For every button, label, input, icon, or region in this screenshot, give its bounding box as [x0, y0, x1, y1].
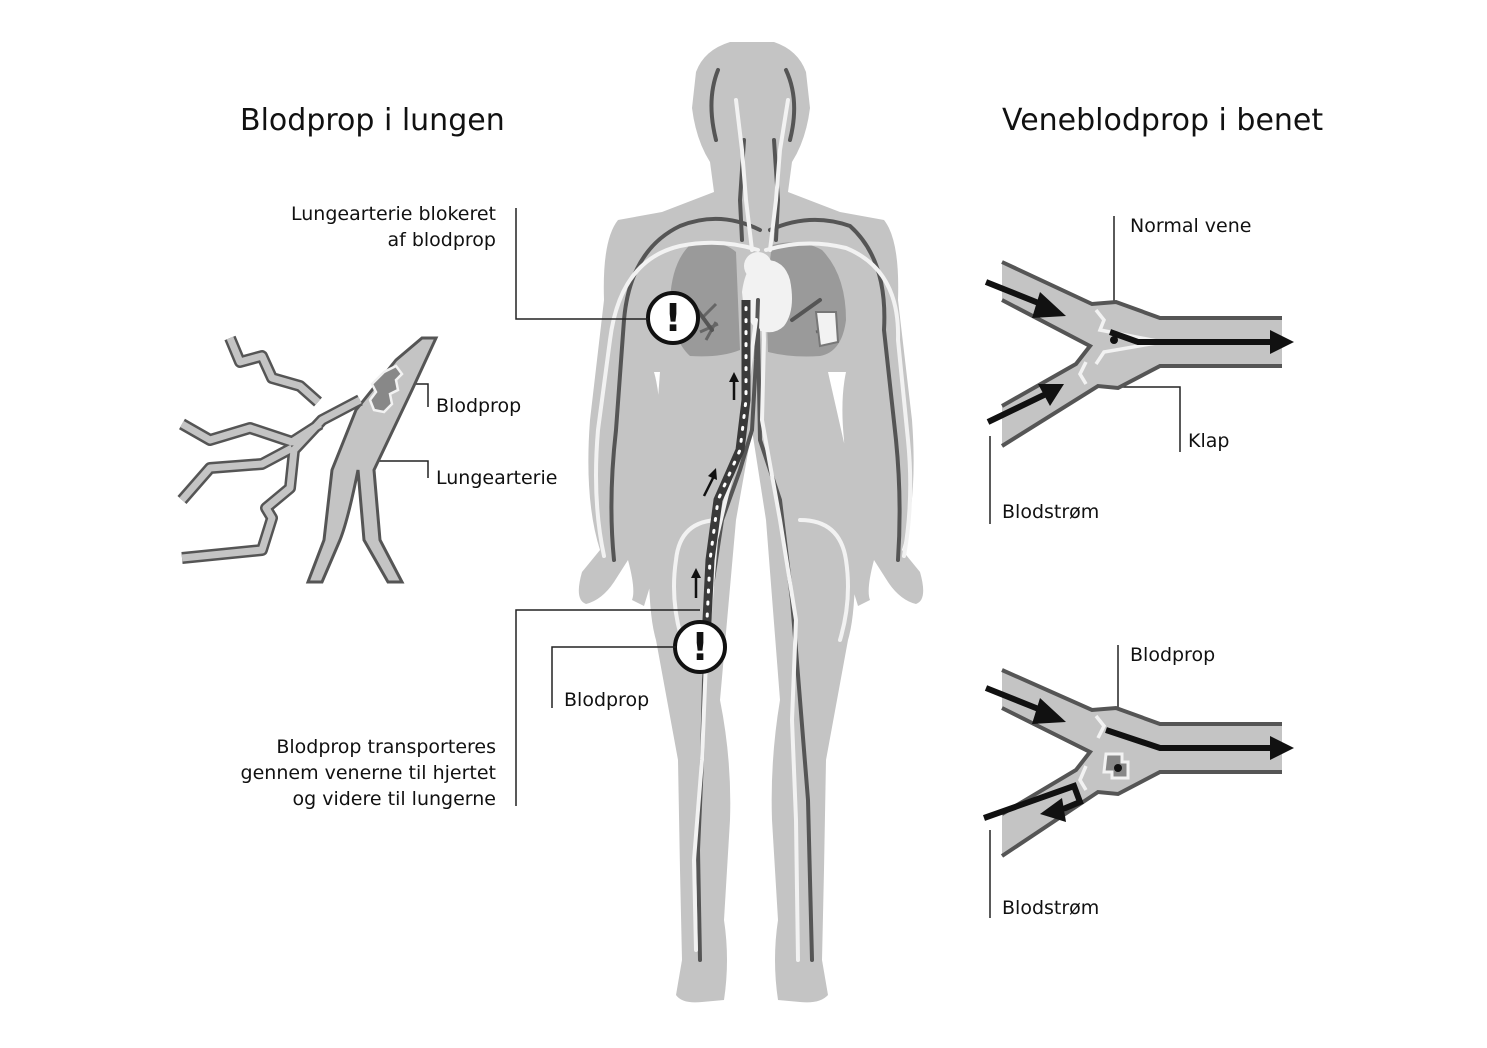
label-vein-clot: Blodprop [1130, 644, 1216, 666]
label-lung-clot: Blodprop [436, 395, 522, 417]
clot-flow-arrows [982, 685, 1294, 822]
heart-top [744, 252, 772, 280]
warning-icon-leg: ! [691, 625, 709, 669]
lung-clot [368, 364, 404, 414]
label-clot-transport-line1: Blodprop transporteres [276, 736, 496, 758]
clot-vein-dot [1114, 764, 1122, 772]
label-blood-flow-top: Blodstrøm [1002, 501, 1100, 523]
clot-vein-shape [1002, 670, 1282, 856]
clot-travel-dots [704, 298, 748, 642]
label-artery-blocked-line2: af blodprop [387, 229, 496, 251]
label-lung-artery: Lungearterie [436, 467, 558, 489]
label-valve: Klap [1188, 430, 1230, 452]
lung-vessel-detail [177, 335, 439, 584]
flow-arrows-body [691, 372, 739, 598]
clot-vein-valve [1078, 714, 1107, 791]
label-artery-blocked-line1: Lungearterie blokeret [290, 203, 496, 225]
label-leg-clot: Blodprop [564, 689, 650, 711]
normal-flow-arrows [984, 279, 1294, 425]
normal-valve [1078, 308, 1163, 385]
label-clot-transport: Blodprop transporteres gennem venerne ti… [196, 734, 496, 812]
normal-vein-diagram [984, 260, 1294, 448]
clot-vein-walls [1000, 668, 1282, 858]
label-blood-flow-bottom: Blodstrøm [1002, 897, 1100, 919]
lung-detail-right [814, 311, 840, 348]
warning-marker-lung [646, 291, 700, 345]
clot-vein-diagram [982, 668, 1294, 858]
lung-artery-branches [177, 335, 363, 564]
label-artery-blocked: Lungearterie blokeret af blodprop [250, 201, 496, 253]
lung-artery-main [305, 336, 439, 584]
label-clot-transport-line3: og videre til lungerne [292, 788, 497, 810]
label-normal-vein: Normal vene [1130, 215, 1252, 237]
normal-vein-dot [1110, 336, 1118, 344]
human-body-figure [578, 42, 924, 1003]
body-silhouette [578, 42, 924, 1003]
lung-section-title: Blodprop i lungen [240, 103, 505, 138]
warning-icon-lung: ! [664, 296, 682, 340]
leg-section-title: Veneblodprop i benet [1002, 103, 1324, 138]
label-clot-transport-line2: gennem venerne til hjertet [240, 762, 496, 784]
